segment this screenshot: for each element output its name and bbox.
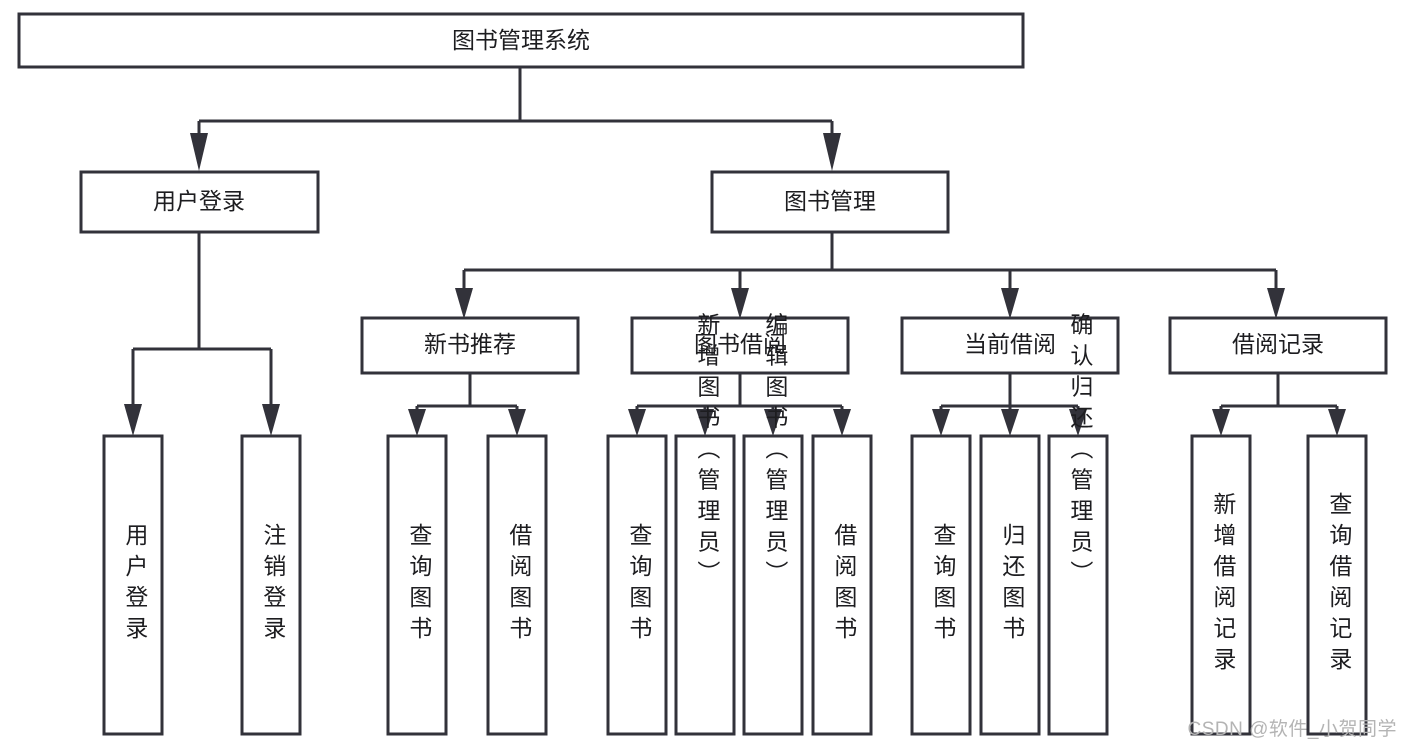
node-current-borrow-box[interactable] [900,316,1120,375]
arrowhead-book-borrow [731,288,749,319]
arrowhead-newbook-leaf-2 [508,409,526,436]
leaf-logout-label: 注销登录 [260,523,287,647]
leaf-node[interactable]: 新增图书（管理员） [674,313,736,736]
node-new-book-recommend-label: 新书推荐 [424,331,516,357]
leaf-node[interactable]: 新增借阅记录 [1190,434,1252,736]
node-current-borrow[interactable]: 当前借阅 [900,316,1120,375]
leaf-borrow-query-book-label: 查询图书 [626,523,653,647]
leaf-node[interactable]: 用户登录 [102,434,164,736]
arrowhead-user-login [190,133,208,171]
node-new-book-recommend[interactable]: 新书推荐 [360,316,580,375]
node-borrow-record[interactable]: 借阅记录 [1168,316,1388,375]
arrowhead-borrowrecord-leaf-2 [1328,409,1346,436]
arrowhead-new-book-recommend [455,288,473,319]
leaf-current-query-book-label: 查询图书 [930,523,957,647]
node-book-borrow[interactable]: 图书借阅 [630,316,850,375]
arrowhead-current-borrow [1001,288,1019,319]
node-book-borrow-label: 图书借阅 [694,331,786,357]
leaf-borrow-borrow-book-label: 借阅图书 [831,523,858,647]
leaf-user-login-label: 用户登录 [122,523,149,647]
arrowhead-leaf-user-login [124,404,142,436]
leaf-node[interactable]: 查询图书 [386,434,448,736]
node-root-label: 图书管理系统 [452,27,590,53]
arrowhead-bookborrow-leaf-4 [833,409,851,436]
arrowhead-bookborrow-leaf-1 [628,409,646,436]
arrowhead-bookborrow-leaf-3 [764,409,782,436]
leaf-borrow-add-book-label: 新增图书（管理员） [694,313,721,592]
leaf-logout-box[interactable] [240,434,302,736]
connector-layer [124,68,1346,436]
node-new-book-recommend-box[interactable] [360,316,580,375]
leaf-record-add-box[interactable] [1190,434,1252,736]
leaf-newbook-borrow-book-box[interactable] [486,434,548,736]
arrowhead-leaf-logout [262,404,280,436]
leaf-newbook-query-book-label: 查询图书 [406,523,433,647]
leaf-record-query-box[interactable] [1306,434,1368,736]
node-root-box[interactable] [17,12,1025,69]
leaf-current-confirm-return-label: 确认归还（管理员） [1067,313,1094,592]
leaf-node[interactable]: 查询图书 [606,434,668,736]
leaf-record-query-label: 查询借阅记录 [1326,492,1353,678]
leaf-borrow-borrow-book-box[interactable] [811,434,873,736]
arrowhead-book-mgmt [823,133,841,171]
leaf-node[interactable]: 查询借阅记录 [1306,434,1368,736]
node-book-management-box[interactable] [710,170,950,234]
arrowhead-currentborrow-leaf-3 [1069,409,1087,436]
node-current-borrow-label: 当前借阅 [964,331,1056,357]
leaf-record-add-label: 新增借阅记录 [1210,492,1237,678]
leaf-borrow-query-book-box[interactable] [606,434,668,736]
arrowhead-currentborrow-leaf-1 [932,409,950,436]
node-borrow-record-label: 借阅记录 [1232,331,1324,357]
leaf-borrow-add-book-box[interactable] [674,434,736,736]
leaf-borrow-edit-book-label: 编辑图书（管理员） [762,313,789,592]
node-user-login-box[interactable] [79,170,320,234]
leaf-current-return-book-label: 归还图书 [999,523,1026,647]
leaf-node[interactable]: 借阅图书 [811,434,873,736]
leaf-node[interactable]: 查询图书 [910,434,972,736]
csdn-watermark: CSDN @软件_小贺同学 [1187,719,1397,740]
leaf-borrow-edit-book-box[interactable] [742,434,804,736]
leaf-node[interactable]: 编辑图书（管理员） [742,313,804,736]
arrowhead-bookborrow-leaf-2 [696,409,714,436]
arrowhead-newbook-leaf-1 [408,409,426,436]
node-book-management-label: 图书管理 [784,188,876,214]
leaf-newbook-borrow-book-label: 借阅图书 [506,523,533,647]
leaf-node[interactable]: 归还图书 [979,434,1041,736]
leaf-current-return-book-box[interactable] [979,434,1041,736]
node-borrow-record-box[interactable] [1168,316,1388,375]
leaf-node[interactable]: 注销登录 [240,434,302,736]
node-user-login[interactable]: 用户登录 [79,170,320,234]
node-book-management[interactable]: 图书管理 [710,170,950,234]
node-root[interactable]: 图书管理系统 [17,12,1025,69]
arrowhead-borrowrecord-leaf-1 [1212,409,1230,436]
leaf-current-query-book-box[interactable] [910,434,972,736]
arrowhead-borrow-record [1267,288,1285,319]
node-book-borrow-box[interactable] [630,316,850,375]
leaf-newbook-query-book-box[interactable] [386,434,448,736]
node-user-login-label: 用户登录 [153,188,245,214]
leaf-node[interactable]: 借阅图书 [486,434,548,736]
leaf-node[interactable]: 确认归还（管理员） [1047,313,1109,736]
leaf-current-confirm-return-box[interactable] [1047,434,1109,736]
leaf-user-login-box[interactable] [102,434,164,736]
arrowhead-currentborrow-leaf-2 [1001,409,1019,436]
